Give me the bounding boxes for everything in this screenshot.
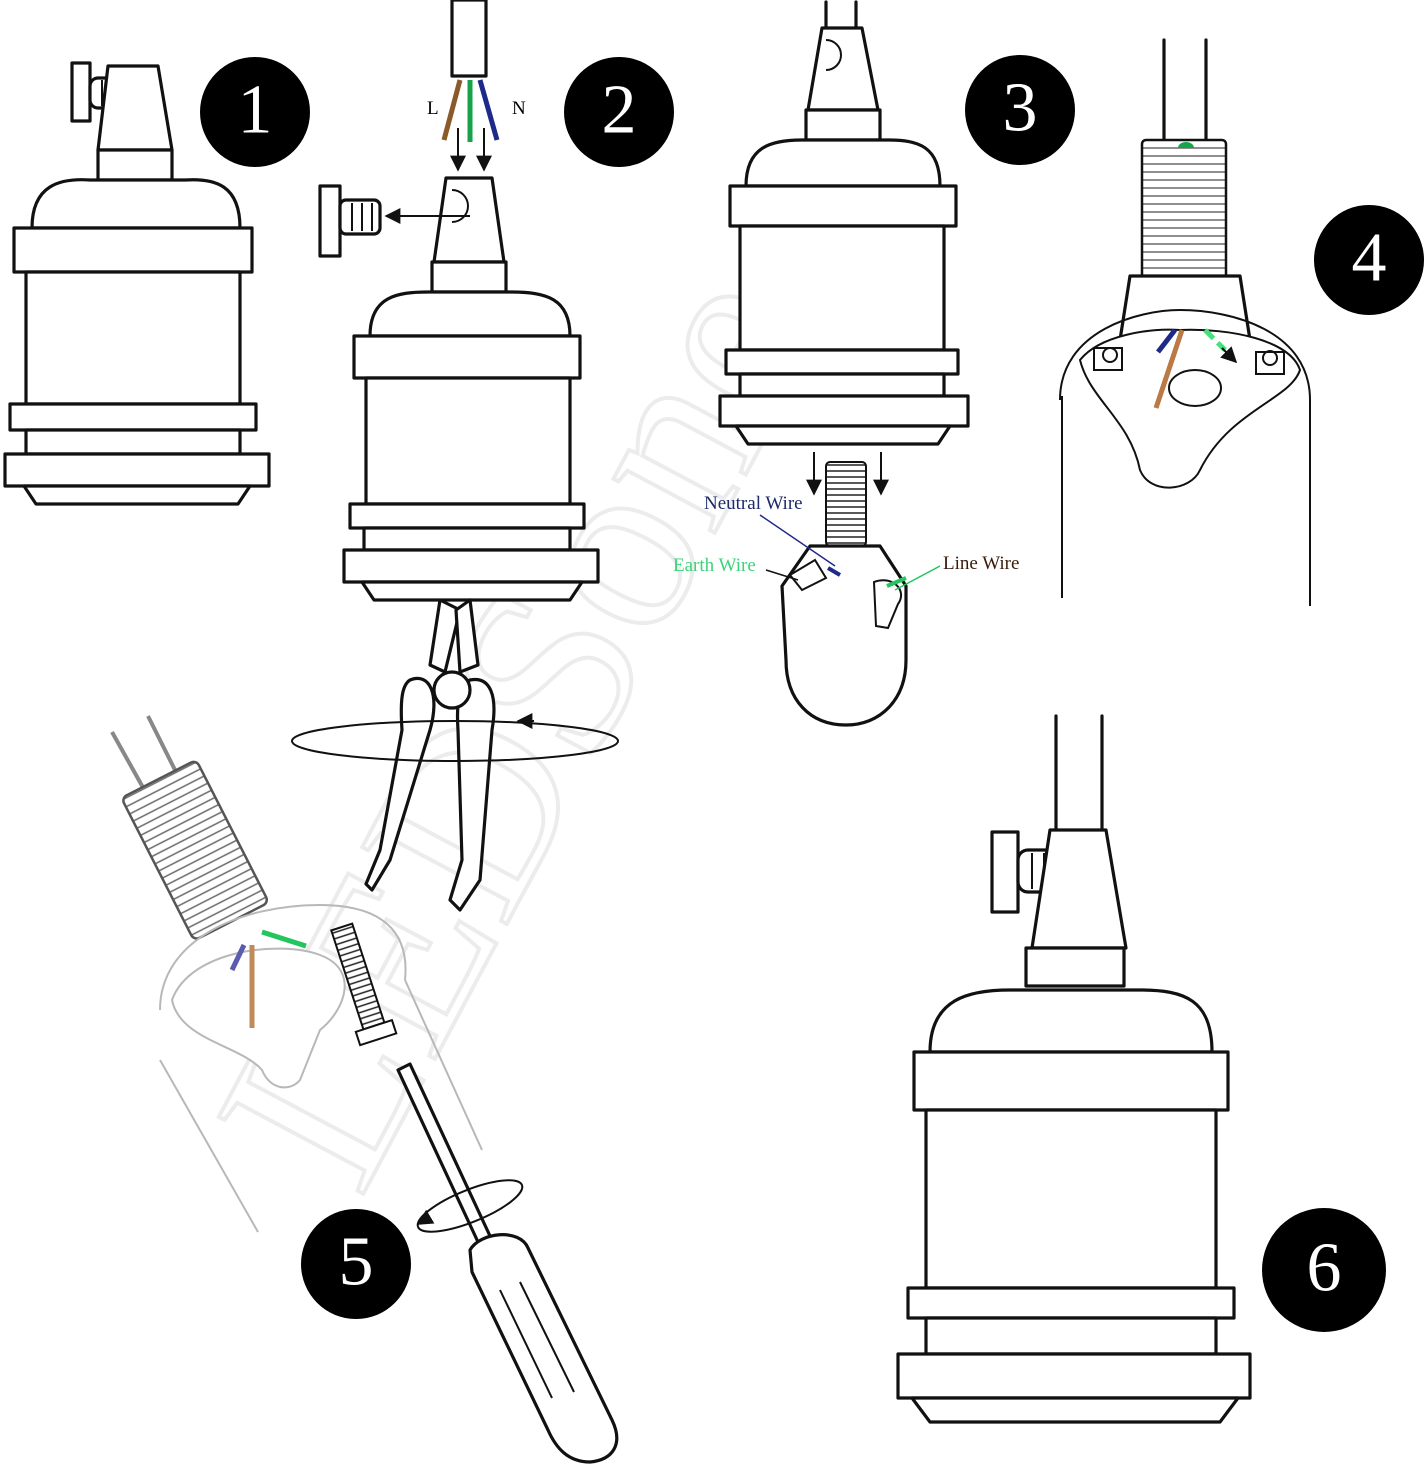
step-number: 1	[238, 72, 273, 149]
step-4-illustration	[1059, 38, 1311, 606]
step-5-illustration	[110, 715, 619, 1464]
thumb-screw-head	[990, 830, 1020, 914]
step-badge-2: 2	[564, 57, 674, 167]
threaded-tube	[122, 760, 269, 940]
lamp-holder-dome	[30, 178, 242, 230]
label-line: L	[427, 98, 439, 119]
socket-body-outline	[159, 903, 407, 1011]
threaded-tube	[825, 461, 867, 547]
thumb-screw-head	[70, 61, 92, 123]
step-1-illustration	[3, 61, 271, 506]
label-earth-wire: Earth Wire	[673, 555, 756, 576]
step-badge-4: 4	[1314, 205, 1424, 315]
screwdriver-icon	[396, 1062, 619, 1464]
screw-icon	[330, 922, 398, 1047]
rotate-arrow	[291, 720, 619, 762]
pliers-icon	[364, 598, 496, 912]
label-line-wire: Line Wire	[943, 553, 1019, 574]
step-3-illustration: Neutral Wire Earth Wire Line Wire	[673, 0, 1019, 727]
top-nozzle	[96, 64, 174, 152]
step-badge-6: 6	[1262, 1208, 1386, 1332]
step-number: 6	[1307, 1230, 1342, 1307]
lamp-holder-body	[24, 270, 242, 406]
lower-ring	[3, 452, 271, 488]
step-number: 5	[339, 1224, 374, 1301]
label-neutral-wire: Neutral Wire	[704, 493, 803, 514]
removed-thumb-screw	[318, 184, 342, 258]
step-number: 3	[1003, 70, 1038, 147]
step-badge-1: 1	[200, 57, 310, 167]
step-badge-3: 3	[965, 55, 1075, 165]
step-2-illustration: L N	[291, 0, 619, 912]
neutral-wire	[477, 79, 500, 141]
label-neutral: N	[512, 98, 526, 119]
socket-body-outline	[1059, 308, 1311, 606]
step-number: 4	[1352, 220, 1387, 297]
cable	[450, 0, 488, 78]
rotate-arrow	[416, 1179, 524, 1233]
step-number: 2	[602, 72, 637, 149]
line-wire	[441, 79, 463, 141]
upper-collar	[12, 226, 254, 274]
step-6-illustration	[896, 714, 1252, 1424]
step-badge-5: 5	[301, 1209, 411, 1319]
